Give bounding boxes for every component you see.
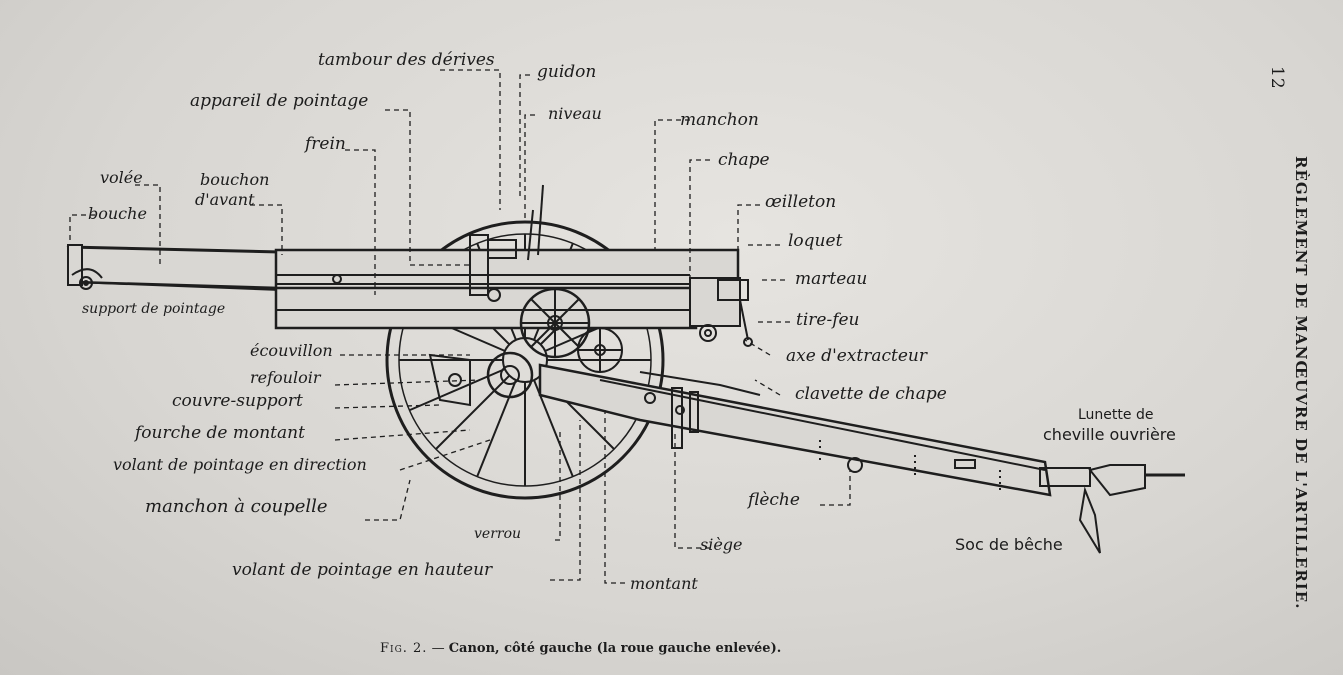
label-lunette-de: Lunette de <box>1078 407 1154 423</box>
running-head: RÈGLEMENT DE MANŒUVRE DE L'ARTILLERIE. <box>1292 156 1310 610</box>
label-d-avant: d'avant <box>195 190 255 209</box>
label-volee: volée <box>100 168 143 187</box>
hand-wheels <box>428 287 623 407</box>
label-verrou: verrou <box>474 526 522 542</box>
label-bouchon: bouchon <box>200 170 270 189</box>
label-volant-de-pointage-en-direction: volant de pointage en direction <box>113 455 367 474</box>
label-axe-d-extracteur: axe d'extracteur <box>786 346 927 366</box>
label-volant-de-pointage-en-hauteur: volant de pointage en hauteur <box>232 560 493 580</box>
label-tambour-des-derives: tambour des dérives <box>318 50 495 70</box>
label-marteau: marteau <box>795 269 868 289</box>
page-number: 12 <box>1267 66 1287 90</box>
label-fleche: flèche <box>748 490 800 510</box>
label-refouloir: refouloir <box>250 368 321 387</box>
barrel <box>66 244 281 292</box>
label-ecouvillon: écouvillon <box>250 341 333 360</box>
figure-caption: Fig. 2. — Canon, côté gauche (la roue ga… <box>380 641 781 656</box>
label-bouche: bouche <box>88 204 147 223</box>
caption-dash: — <box>427 641 449 656</box>
leader-lines <box>69 69 851 584</box>
caption-figure-number: Fig. 2. <box>380 641 428 656</box>
label-chape: chape <box>718 150 770 170</box>
label-manchon-top: manchon <box>680 110 759 130</box>
label-fourche-de-montant: fourche de montant <box>135 423 305 443</box>
label-support-de-pointage: support de pointage <box>82 301 226 317</box>
label-cheville-ouvriere: cheville ouvrière <box>1043 425 1176 444</box>
label-tire-feu: tire-feu <box>796 310 860 330</box>
label-soc-de-beche: Soc de bêche <box>955 535 1063 554</box>
sight <box>469 184 544 302</box>
label-manchon-a-coupelle: manchon à coupelle <box>145 496 328 517</box>
label-guidon: guidon <box>537 62 597 82</box>
label-siege: siège <box>700 535 743 554</box>
label-oeilleton: œilleton <box>765 192 837 212</box>
trail <box>538 363 1185 554</box>
label-montant: montant <box>630 574 698 593</box>
label-niveau: niveau <box>548 104 602 123</box>
label-frein: frein <box>305 134 346 154</box>
label-loquet: loquet <box>788 231 843 251</box>
cradle <box>274 248 753 347</box>
caption-text: Canon, côté gauche (la roue gauche enlev… <box>448 641 782 656</box>
label-appareil-de-pointage: appareil de pointage <box>190 91 369 111</box>
label-couvre-support: couvre-support <box>172 391 303 411</box>
label-clavette-de-chape: clavette de chape <box>795 384 947 404</box>
